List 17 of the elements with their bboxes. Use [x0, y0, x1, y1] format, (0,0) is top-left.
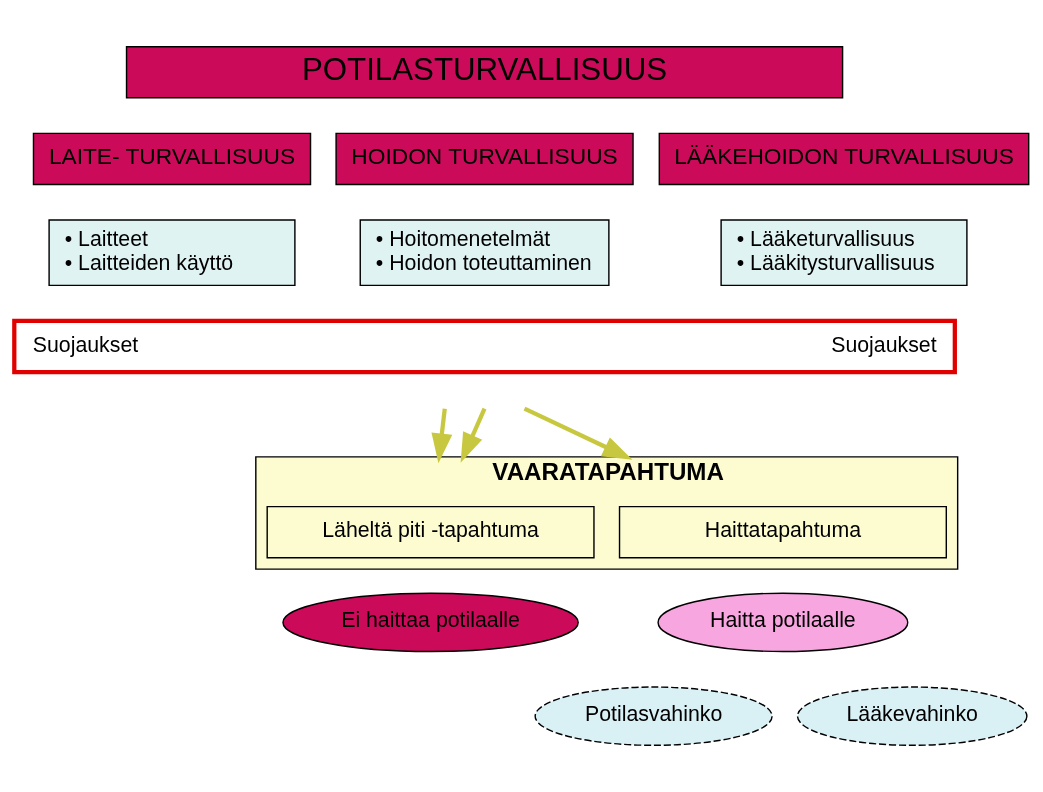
arrow — [460, 407, 487, 463]
node-box: LÄÄKEHOIDON TURVALLISUUS — [658, 132, 1030, 186]
node-ellipse: Lääkevahinko — [796, 686, 1028, 747]
arrow — [523, 406, 633, 460]
arrow — [431, 408, 453, 464]
node-box: • Laitteet • Laitteiden käyttö — [48, 219, 296, 287]
node-box: HOIDON TURVALLISUUS — [335, 132, 634, 186]
node-box: LAITE- TURVALLISUUS — [32, 132, 312, 186]
node-box: • Lääketurvallisuus • Lääkitysturvallisuus — [720, 219, 968, 287]
node-ellipse: Ei haittaa potilaalle — [282, 592, 579, 653]
node-box: Suojaukset Suojaukset — [12, 318, 957, 375]
node-box: Läheltä piti -tapahtuma — [266, 505, 595, 559]
node-box: POTILASTURVALLISUUS — [125, 45, 844, 99]
node-ellipse: Haitta potilaalle — [657, 592, 909, 653]
node-box: Haittatapahtuma — [618, 505, 947, 559]
node-ellipse: Potilasvahinko — [534, 686, 773, 747]
node-box: • Hoitomenetelmät • Hoidon toteuttaminen — [359, 219, 610, 287]
